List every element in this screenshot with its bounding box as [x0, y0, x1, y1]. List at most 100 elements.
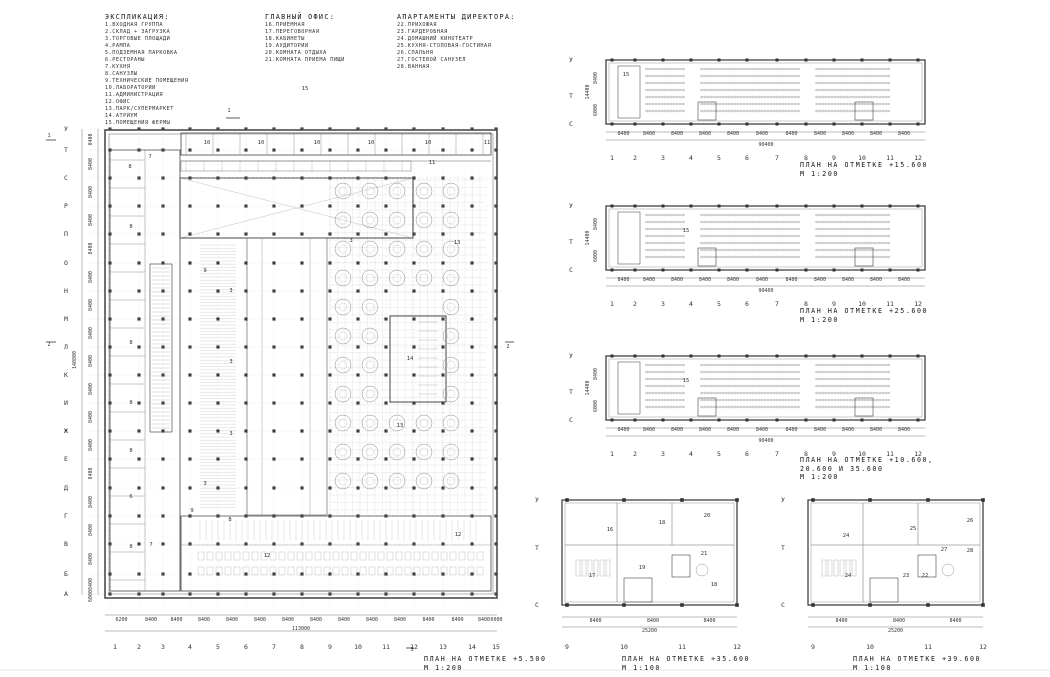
column [745, 268, 749, 272]
height-dimension: 14400 [585, 230, 591, 245]
section-mark: 2 [47, 342, 50, 348]
column-axis-label: 5 [717, 450, 721, 458]
furniture-table [467, 551, 475, 561]
total-width-dimension: 25200 [642, 628, 657, 634]
tree-symbol [419, 418, 429, 428]
room-number: 18 [711, 582, 718, 588]
tree-symbol [446, 389, 456, 399]
column [680, 498, 684, 502]
stair-core [854, 101, 874, 121]
row-axis-label: С [569, 266, 573, 274]
column-dimension: 8400 [254, 617, 266, 623]
column [610, 354, 614, 358]
column [804, 268, 808, 272]
furniture-table [422, 566, 430, 576]
furniture-table [413, 551, 421, 561]
top-wing-labs [180, 132, 492, 156]
tree-symbol [361, 385, 379, 403]
column-axis-label: 5 [216, 643, 220, 651]
tree-symbol [442, 327, 460, 345]
column [633, 58, 637, 62]
furniture-round [941, 563, 955, 577]
room-number: 12 [264, 553, 271, 559]
room-number: 10 [368, 140, 375, 146]
column [860, 354, 864, 358]
furniture-table [395, 551, 403, 561]
stair-core [869, 577, 899, 603]
tree-symbol [392, 186, 402, 196]
row-axis-label: Б [64, 570, 68, 578]
column-axis-label: 2 [137, 643, 141, 651]
column-dimension: 8400 [898, 131, 910, 137]
row-axis-label: Г [64, 512, 68, 520]
furniture [845, 559, 851, 577]
tree-symbol [334, 240, 352, 258]
row-axis-label: У [569, 202, 573, 210]
row-axis-label: У [64, 125, 68, 133]
room-number: 3 [203, 481, 206, 487]
tree-symbol [442, 414, 460, 432]
tree-symbol [365, 476, 375, 486]
atrium-cross [179, 177, 414, 239]
tree-symbol [442, 385, 460, 403]
tree-symbol [415, 443, 433, 461]
tree-symbol [442, 298, 460, 316]
list-item: 5.ПОДЗЕМНАЯ ПАРКОВКА [105, 50, 178, 56]
column-axis-label: 5 [717, 154, 721, 162]
room-number: 25 [910, 526, 917, 532]
office-title: ГЛАВНЫЙ ОФИС: [265, 13, 336, 21]
row-dimension: 8400 [88, 299, 94, 311]
column-axis-label: 3 [661, 450, 665, 458]
room-number: 27 [941, 547, 948, 553]
column [804, 418, 808, 422]
tree-symbol [392, 273, 402, 283]
column-dimension: 8400 [703, 618, 715, 624]
room-number: 15 [683, 378, 690, 384]
tree-symbol [446, 476, 456, 486]
tree-symbol [365, 447, 375, 457]
room-number: 13 [397, 423, 404, 429]
column [804, 122, 808, 126]
column [811, 498, 815, 502]
room-number: 18 [659, 520, 666, 526]
tree-symbol [365, 273, 375, 283]
furniture-table [476, 551, 484, 561]
column-dimension: 8400 [756, 277, 768, 283]
column [832, 268, 836, 272]
row-axis-label: А [64, 590, 68, 598]
row-axis-label: Е [64, 455, 68, 463]
column-dimension: 8400 [893, 618, 905, 624]
column-dimension: 8400 [785, 131, 797, 137]
top-wing-offices [180, 160, 412, 172]
furniture-table [278, 551, 286, 561]
height-dimension: 14400 [585, 84, 591, 99]
column-axis-label: 4 [188, 643, 192, 651]
list-item: 27.ГОСТЕВОЙ САНУЗЕЛ [397, 57, 466, 63]
row-axis-label: П [64, 230, 68, 238]
column [745, 58, 749, 62]
tree-symbol [338, 215, 348, 225]
column-dimension: 8400 [814, 131, 826, 137]
row-axis-label: У [569, 352, 573, 360]
furniture [833, 559, 839, 577]
column-axis-label: 1 [610, 450, 614, 458]
column [775, 418, 779, 422]
furniture-table [251, 551, 259, 561]
atrium-14 [389, 315, 447, 403]
row-axis-label: С [781, 601, 785, 609]
furniture-table [458, 566, 466, 576]
column-axis-label: 6 [244, 643, 248, 651]
column [661, 268, 665, 272]
tree-symbol [361, 356, 379, 374]
column [633, 354, 637, 358]
column [689, 58, 693, 62]
furniture-table [386, 566, 394, 576]
column [610, 418, 614, 422]
room-number: 8 [129, 224, 132, 230]
room-number: 13 [454, 240, 461, 246]
column-axis-label: 13 [439, 643, 447, 651]
row-axis-label: У [781, 496, 785, 504]
column-axis-label: 11 [678, 643, 686, 651]
row-axis-label: Т [569, 92, 573, 100]
column-dimension: 8400 [842, 131, 854, 137]
